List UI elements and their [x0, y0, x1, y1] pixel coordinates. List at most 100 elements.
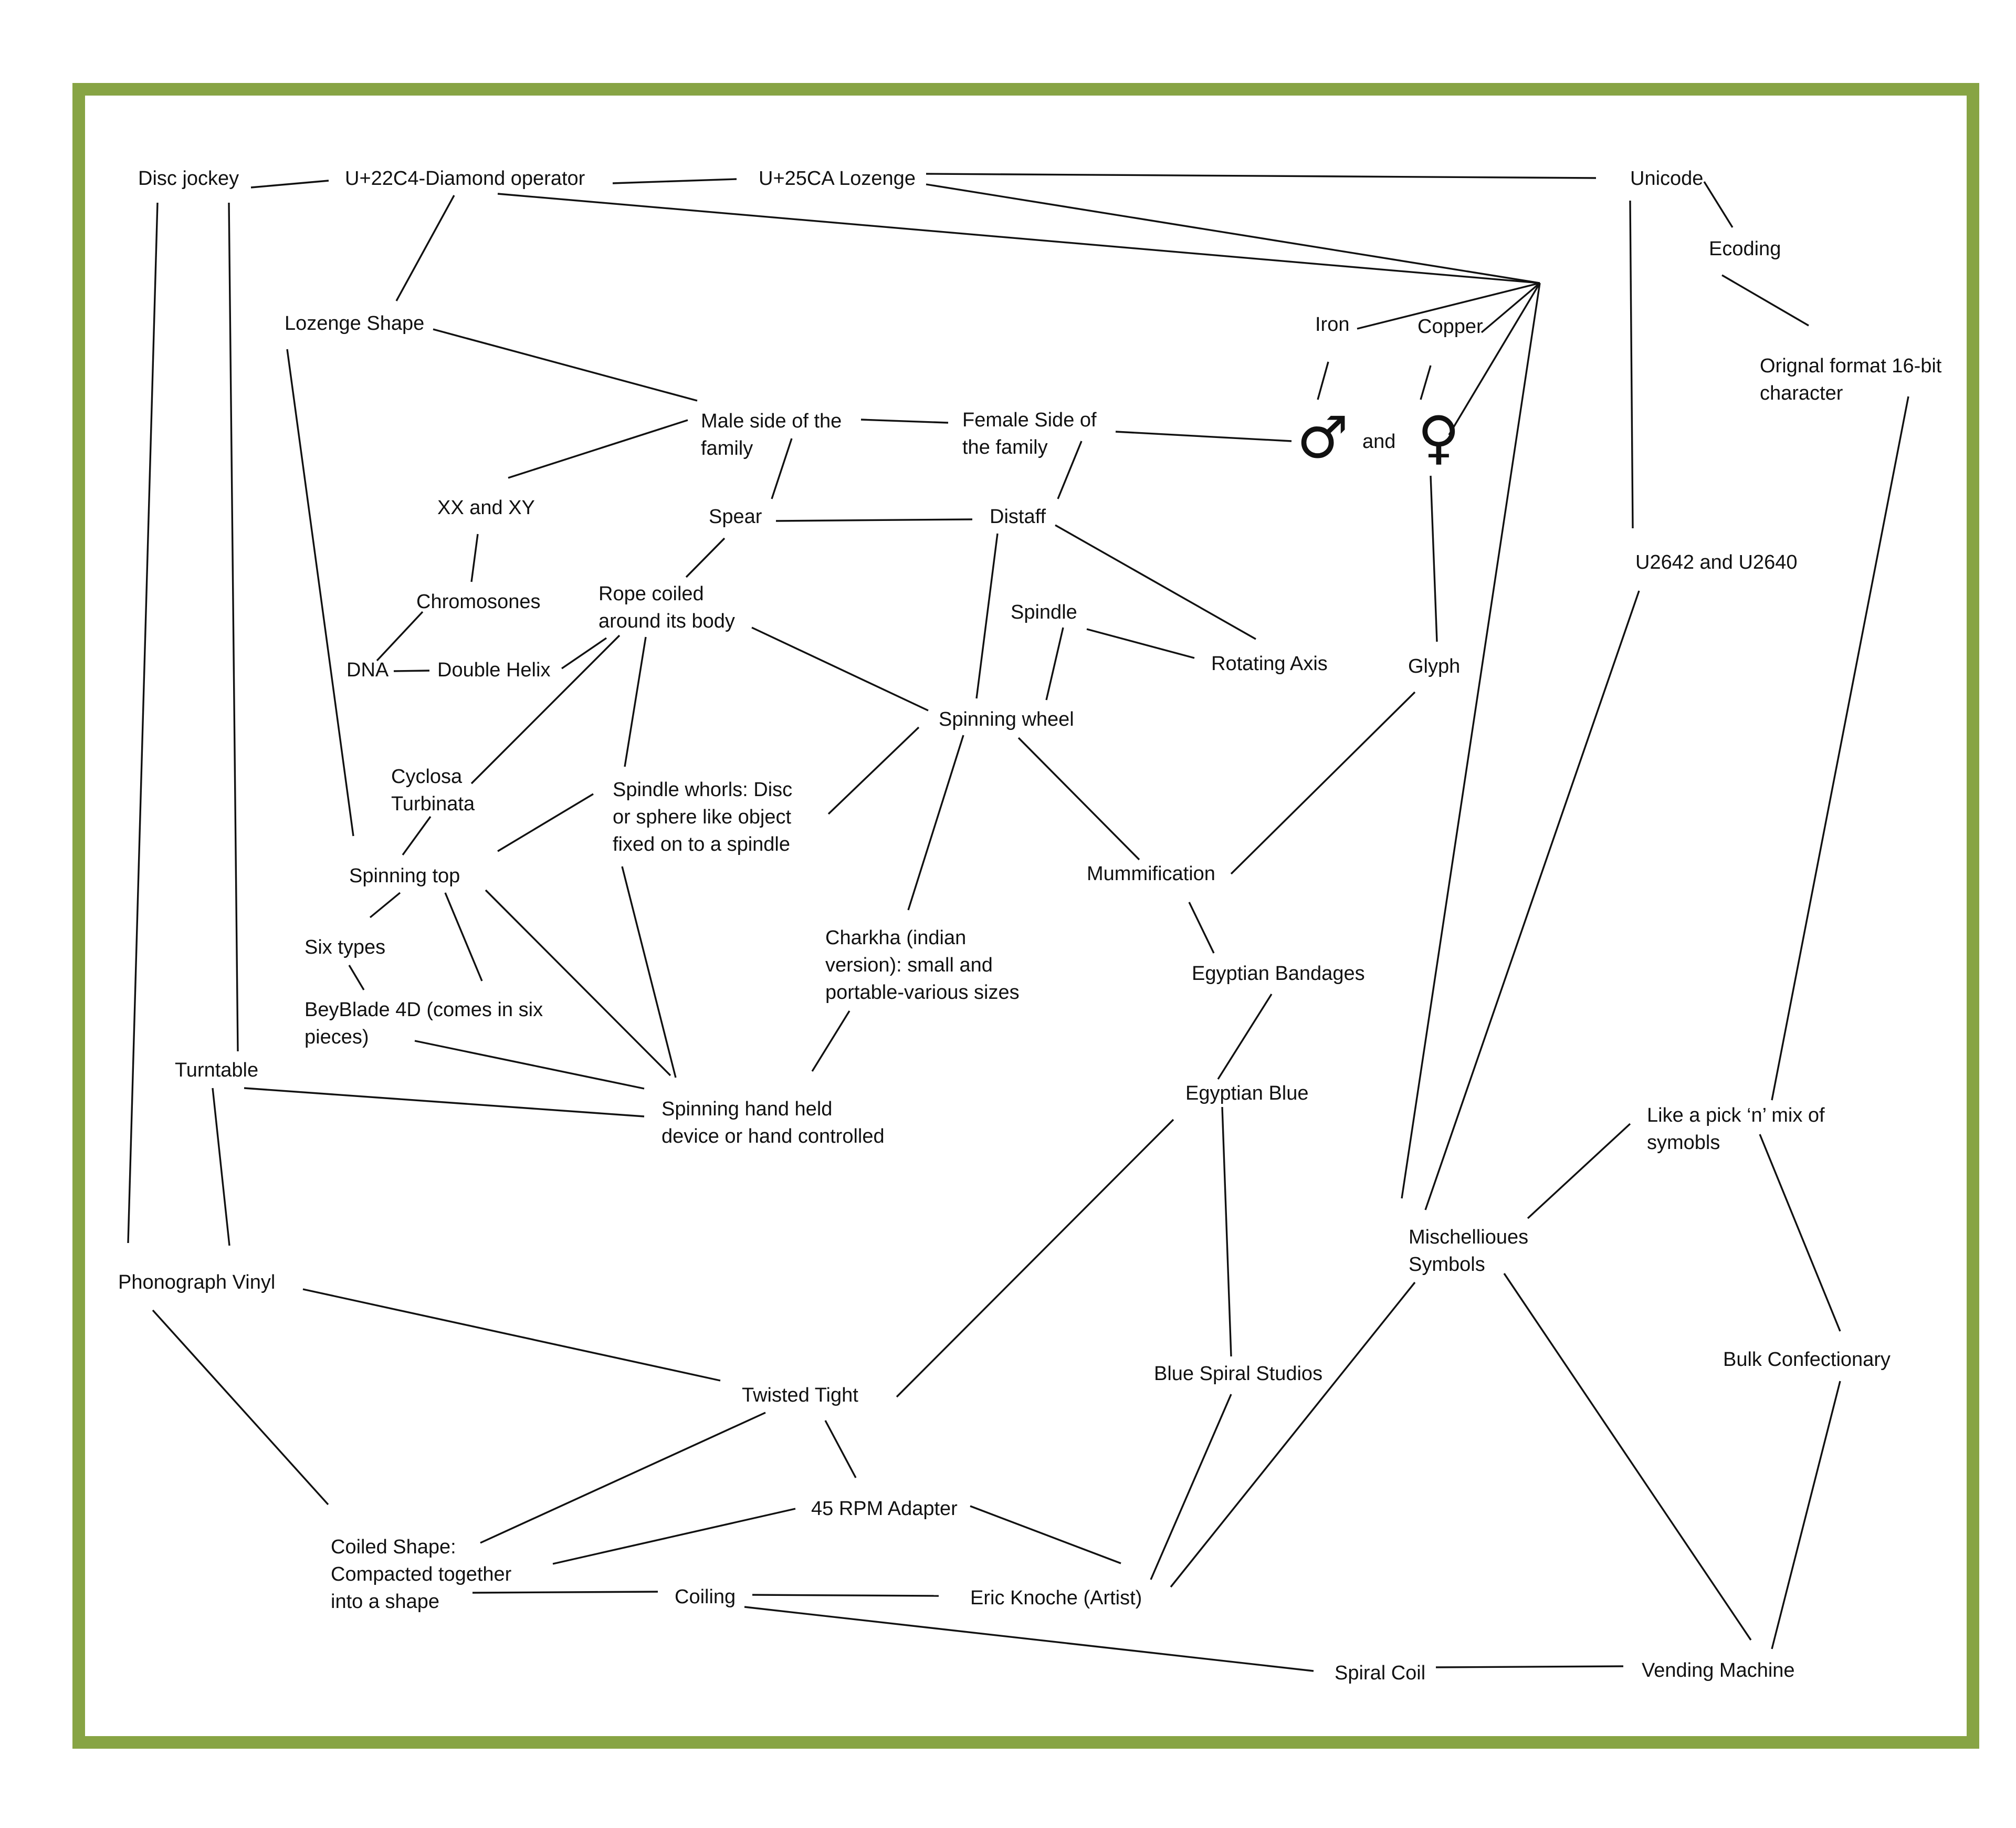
edge-femalesymbol-glyph [1430, 475, 1438, 642]
node-diamond-operator: U+22C4-Diamond operator [345, 168, 585, 190]
edge-rope-helix [561, 637, 607, 670]
edge-original-bulk [1771, 396, 1909, 1101]
edge-whorls-hand [621, 866, 677, 1078]
node-and: and [1362, 431, 1396, 453]
edge-rope-cyclosa [470, 634, 621, 785]
node-egyptian-blue: Egyptian Blue [1185, 1082, 1309, 1104]
edge-hub-iron [1357, 282, 1540, 330]
edge-twisted-coiled [480, 1412, 766, 1544]
edge-copper-female [1420, 365, 1432, 400]
edge-dj-turntable [228, 202, 239, 1052]
node-spinning-wheel: Spinning wheel [939, 708, 1074, 730]
edge-bandages-blue [1217, 994, 1273, 1080]
node-u2642: U2642 and U2640 [1635, 551, 1798, 573]
edge-charkha-hand [811, 1010, 850, 1072]
node-distaff: Distaff [990, 506, 1046, 528]
node-disc-jockey: Disc jockey [138, 168, 239, 190]
edge-diamond-lozengeshape [395, 195, 455, 301]
edge-beyblade-hand [414, 1040, 645, 1090]
edge-turntable-phonograph [212, 1088, 230, 1246]
edge-iron-male [1317, 361, 1329, 400]
node-spinning-hand: Spinning hand held device or hand contro… [662, 1098, 885, 1147]
node-unicode: Unicode [1630, 168, 1704, 190]
node-copper: Copper [1418, 316, 1483, 338]
node-pick-n-mix: Like a pick ‘n’ mix of symobls [1647, 1104, 1825, 1154]
edge-female-distaff [1057, 441, 1083, 499]
edge-coiling-spiralcoil [744, 1606, 1314, 1672]
edge-hub-copper [1480, 282, 1541, 333]
edge-spindle-axis [1086, 628, 1195, 659]
edge-blue-twisted [896, 1119, 1174, 1398]
diagram-frame [72, 83, 1979, 1749]
edge-distaff-axis [1055, 524, 1256, 640]
female-symbol-icon: ♀ [1418, 404, 1460, 471]
edge-rpm-coiled [552, 1508, 796, 1565]
node-turntable: Turntable [175, 1059, 259, 1081]
node-egyptian-bandages: Egyptian Bandages [1192, 963, 1365, 985]
edge-hub-female-symbol [1448, 283, 1541, 435]
edge-unicode-ecoding [1703, 181, 1734, 228]
edge-lozengeshape-spinningtop [286, 349, 354, 837]
edge-ecoding-original [1721, 274, 1809, 327]
edge-wheel-whorls [827, 726, 920, 815]
edge-diamond-lozenge [612, 178, 737, 184]
edge-diamond-hub [497, 193, 1540, 284]
node-blue-spiral-studios: Blue Spiral Studios [1154, 1363, 1323, 1385]
edge-male-xxxy [508, 419, 688, 479]
node-vending-machine: Vending Machine [1642, 1659, 1795, 1681]
edge-phonograph-twisted [302, 1288, 721, 1382]
node-bulk-confectionary: Bulk Confectionary [1723, 1349, 1891, 1371]
node-xx-xy: XX and XY [437, 497, 535, 519]
node-chromosones: Chromosones [416, 591, 541, 613]
edge-spear-rope [685, 537, 726, 578]
edge-u2642-misc [1424, 590, 1640, 1210]
edge-female-malesymbol [1115, 431, 1292, 442]
edge-turntable-hand [244, 1087, 645, 1117]
edge-twisted-rpm [824, 1420, 857, 1478]
edge-top-beyblade [444, 892, 483, 981]
node-spear: Spear [709, 506, 762, 528]
node-coiled-shape: Coiled Shape: Compacted together into a … [331, 1536, 512, 1613]
node-spindle: Spindle [1011, 601, 1077, 623]
edge-top-hand [485, 889, 671, 1077]
node-ecoding: Ecoding [1709, 238, 1781, 260]
node-phonograph: Phonograph Vinyl [118, 1271, 276, 1293]
edge-chromosones-dna [376, 611, 424, 662]
edge-mummification-bandages [1188, 902, 1215, 954]
node-beyblade: BeyBlade 4D (comes in six pieces) [304, 999, 543, 1048]
edge-glyph-mummification [1230, 691, 1416, 875]
node-cyclosa: Cyclosa Turbinata [391, 766, 475, 815]
edge-rope-whorls [624, 636, 647, 767]
edge-spiralcoil-vending [1435, 1665, 1624, 1668]
edge-top-sixtypes [369, 892, 401, 918]
edge-sixtypes-beyblade [348, 965, 365, 990]
edge-lozenge-unicode [926, 173, 1597, 179]
node-rope-coiled: Rope coiled around its body [598, 583, 735, 632]
node-spinning-top: Spinning top [349, 865, 460, 887]
edge-lozenge-hub [926, 183, 1540, 284]
edge-xxxy-chromosones [470, 534, 479, 582]
edge-wheel-mummification [1017, 737, 1140, 861]
node-glyph: Glyph [1408, 655, 1461, 677]
node-female-side: Female Side of the family [962, 409, 1097, 458]
edge-rpm-eric [970, 1505, 1121, 1564]
edge-picknmix-bulk [1759, 1134, 1841, 1332]
node-rotating-axis: Rotating Axis [1211, 653, 1328, 675]
node-spiral-coil: Spiral Coil [1335, 1662, 1426, 1684]
node-dna: DNA [346, 659, 389, 681]
male-symbol-icon: ♂ [1297, 404, 1349, 471]
edge-coiling-eric [752, 1594, 939, 1597]
node-misc-symbols: Mischellioues Symbols [1409, 1226, 1529, 1276]
node-lozenge-unicode: U+25CA Lozenge [759, 168, 916, 190]
edge-misc-vending [1503, 1273, 1752, 1641]
edge-rope-wheel [751, 626, 929, 712]
node-coiling: Coiling [675, 1586, 736, 1608]
node-rpm-adapter: 45 RPM Adapter [811, 1498, 958, 1520]
node-mummification: Mummification [1087, 863, 1215, 885]
edge-spear-distaff [775, 518, 973, 522]
node-spindle-whorls: Spindle whorls: Disc or sphere like obje… [613, 779, 793, 855]
edge-bulk-vending [1771, 1381, 1841, 1649]
edge-hub-misc [1401, 283, 1541, 1199]
node-six-types: Six types [304, 936, 386, 958]
